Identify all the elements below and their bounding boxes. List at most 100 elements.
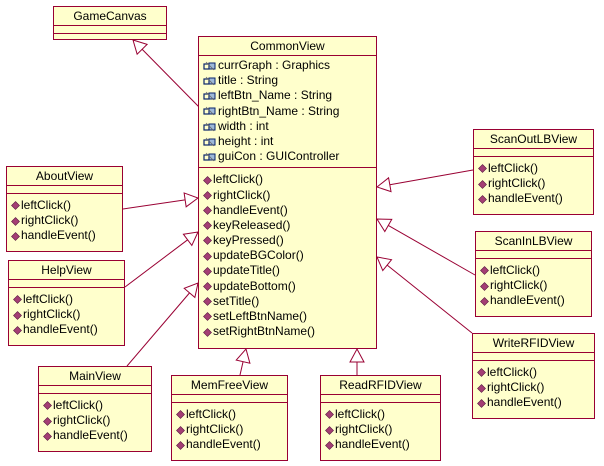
operation-row[interactable]: leftClick() — [321, 407, 440, 422]
operation-row[interactable]: rightClick() — [476, 278, 591, 293]
operation-text: leftClick() — [335, 407, 385, 422]
operation-text: rightClick() — [23, 307, 81, 322]
operation-text: handleEvent() — [213, 202, 288, 217]
class-scan-out-lb-view[interactable]: ScanOutLBView leftClick()rightClick()han… — [473, 129, 594, 215]
operation-row[interactable]: rightClick() — [7, 213, 122, 228]
operation-row[interactable]: setLeftBtnName() — [199, 309, 376, 324]
operation-row[interactable]: leftClick() — [7, 198, 122, 213]
operation-row[interactable]: keyReleased() — [199, 218, 376, 233]
attribute-row[interactable]: leftBtn_Name : String — [199, 88, 376, 103]
attribute-compartment — [54, 26, 166, 34]
operation-row[interactable]: rightClick() — [321, 422, 440, 437]
attribute-row[interactable]: currGraph : Graphics — [199, 58, 376, 73]
attribute-icon — [203, 91, 216, 101]
operation-row[interactable]: leftClick() — [172, 407, 287, 422]
operation-text: leftClick() — [487, 365, 537, 380]
attribute-row[interactable]: guiCon : GUIController — [199, 149, 376, 164]
operation-row[interactable]: handleEvent() — [7, 228, 122, 243]
operation-row[interactable]: rightClick() — [39, 413, 151, 428]
operation-row[interactable]: rightClick() — [9, 307, 124, 322]
operation-compartment: leftClick()rightClick()handleEvent()keyR… — [199, 168, 376, 341]
operation-icon — [203, 190, 212, 200]
operation-icon — [13, 295, 22, 305]
operation-icon — [11, 231, 20, 241]
operation-row[interactable]: setTitle() — [199, 294, 376, 309]
operation-row[interactable]: updateTitle() — [199, 263, 376, 278]
operation-icon — [478, 194, 487, 204]
operation-row[interactable]: keyPressed() — [199, 233, 376, 248]
operation-row[interactable]: leftClick() — [473, 365, 594, 380]
operation-row[interactable]: setRightBtnName() — [199, 324, 376, 339]
attribute-icon — [203, 122, 216, 131]
operation-row[interactable]: leftClick() — [39, 398, 151, 413]
attribute-row[interactable]: rightBtn_Name : String — [199, 104, 376, 119]
operation-row[interactable]: rightClick() — [199, 188, 376, 203]
attribute-row[interactable]: height : int — [199, 134, 376, 149]
operation-text: rightClick() — [490, 278, 548, 293]
operation-row[interactable]: handleEvent() — [473, 395, 594, 410]
operation-row[interactable]: leftClick() — [199, 172, 376, 187]
class-main-view[interactable]: MainView leftClick()rightClick()handleEv… — [38, 366, 152, 452]
class-name: ScanInLBView — [476, 232, 591, 251]
operation-row[interactable]: handleEvent() — [172, 437, 287, 452]
operation-text: rightClick() — [21, 213, 79, 228]
attribute-row[interactable]: width : int — [199, 119, 376, 134]
operation-row[interactable]: leftClick() — [9, 292, 124, 307]
class-name: AboutView — [7, 167, 122, 186]
operation-row[interactable]: leftClick() — [474, 161, 593, 176]
class-game-canvas[interactable]: GameCanvas — [53, 6, 167, 40]
attribute-text: currGraph : Graphics — [218, 58, 331, 73]
operation-icon — [480, 281, 489, 291]
operation-row[interactable]: handleEvent() — [474, 191, 593, 206]
attribute-compartment — [474, 149, 593, 157]
operation-icon — [11, 216, 20, 226]
generalization-line — [122, 199, 186, 210]
class-read-rfid-view[interactable]: ReadRFIDView leftClick()rightClick()hand… — [320, 375, 441, 461]
generalization-line — [141, 48, 201, 109]
attribute-row[interactable]: title : String — [199, 73, 376, 88]
operation-text: rightClick() — [53, 413, 111, 428]
generalization-arrowhead — [376, 256, 393, 272]
operation-icon — [325, 425, 334, 435]
generalization-line — [386, 264, 473, 334]
operation-text: handleEvent() — [335, 437, 410, 452]
operation-compartment: leftClick()rightClick()handleEvent() — [9, 288, 124, 340]
attribute-text: rightBtn_Name : String — [218, 103, 340, 118]
generalization-line — [126, 292, 190, 367]
operation-row[interactable]: rightClick() — [473, 380, 594, 395]
operation-row[interactable]: handleEvent() — [199, 203, 376, 218]
attribute-compartment — [476, 251, 591, 259]
operation-icon — [325, 410, 334, 420]
operation-row[interactable]: updateBottom() — [199, 279, 376, 294]
operation-icon — [11, 201, 20, 211]
operation-row[interactable]: rightClick() — [474, 176, 593, 191]
generalization-arrowhead — [376, 218, 393, 233]
operation-row[interactable]: leftClick() — [476, 263, 591, 278]
operation-row[interactable]: handleEvent() — [321, 437, 440, 452]
class-mem-free-view[interactable]: MemFreeView leftClick()rightClick()handl… — [171, 375, 288, 461]
operation-text: updateBottom() — [213, 278, 296, 293]
operation-icon — [477, 368, 486, 378]
operation-row[interactable]: handleEvent() — [476, 293, 591, 308]
class-about-view[interactable]: AboutView leftClick()rightClick()handleE… — [6, 166, 123, 252]
operation-icon — [477, 383, 486, 393]
operation-text: handleEvent() — [488, 191, 563, 206]
operation-icon — [203, 175, 212, 185]
class-scan-in-lb-view[interactable]: ScanInLBView leftClick()rightClick()hand… — [475, 231, 592, 317]
class-write-rfid-view[interactable]: WriteRFIDView leftClick()rightClick()han… — [472, 333, 595, 419]
generalization-line — [239, 361, 244, 376]
operation-text: keyPressed() — [213, 233, 284, 248]
generalization-arrowhead — [182, 231, 199, 247]
operation-compartment: leftClick()rightClick()handleEvent() — [172, 403, 287, 455]
attribute-text: guiCon : GUIController — [218, 149, 340, 164]
class-help-view[interactable]: HelpView leftClick()rightClick()handleEv… — [8, 260, 125, 346]
operation-icon — [203, 282, 212, 291]
operation-row[interactable]: rightClick() — [172, 422, 287, 437]
operation-row[interactable]: updateBGColor() — [199, 248, 376, 263]
operation-text: leftClick() — [488, 161, 538, 176]
operation-row[interactable]: handleEvent() — [39, 428, 151, 443]
operation-compartment: leftClick()rightClick()handleEvent() — [321, 403, 440, 455]
operation-row[interactable]: handleEvent() — [9, 322, 124, 337]
